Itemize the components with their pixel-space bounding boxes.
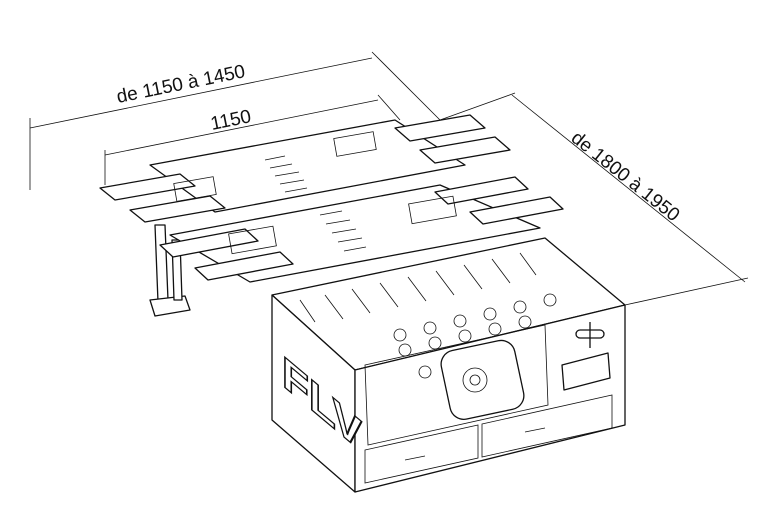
dimension-label-length-range: de 1800 à 1950	[567, 127, 683, 226]
table-plate-lower	[159, 176, 564, 283]
dimension-label-width-range: de 1150 à 1450	[115, 61, 247, 108]
storage-box: FLV	[271, 237, 626, 493]
table-plate-upper	[99, 114, 511, 223]
dimension-label-width-base: 1150	[209, 106, 253, 135]
